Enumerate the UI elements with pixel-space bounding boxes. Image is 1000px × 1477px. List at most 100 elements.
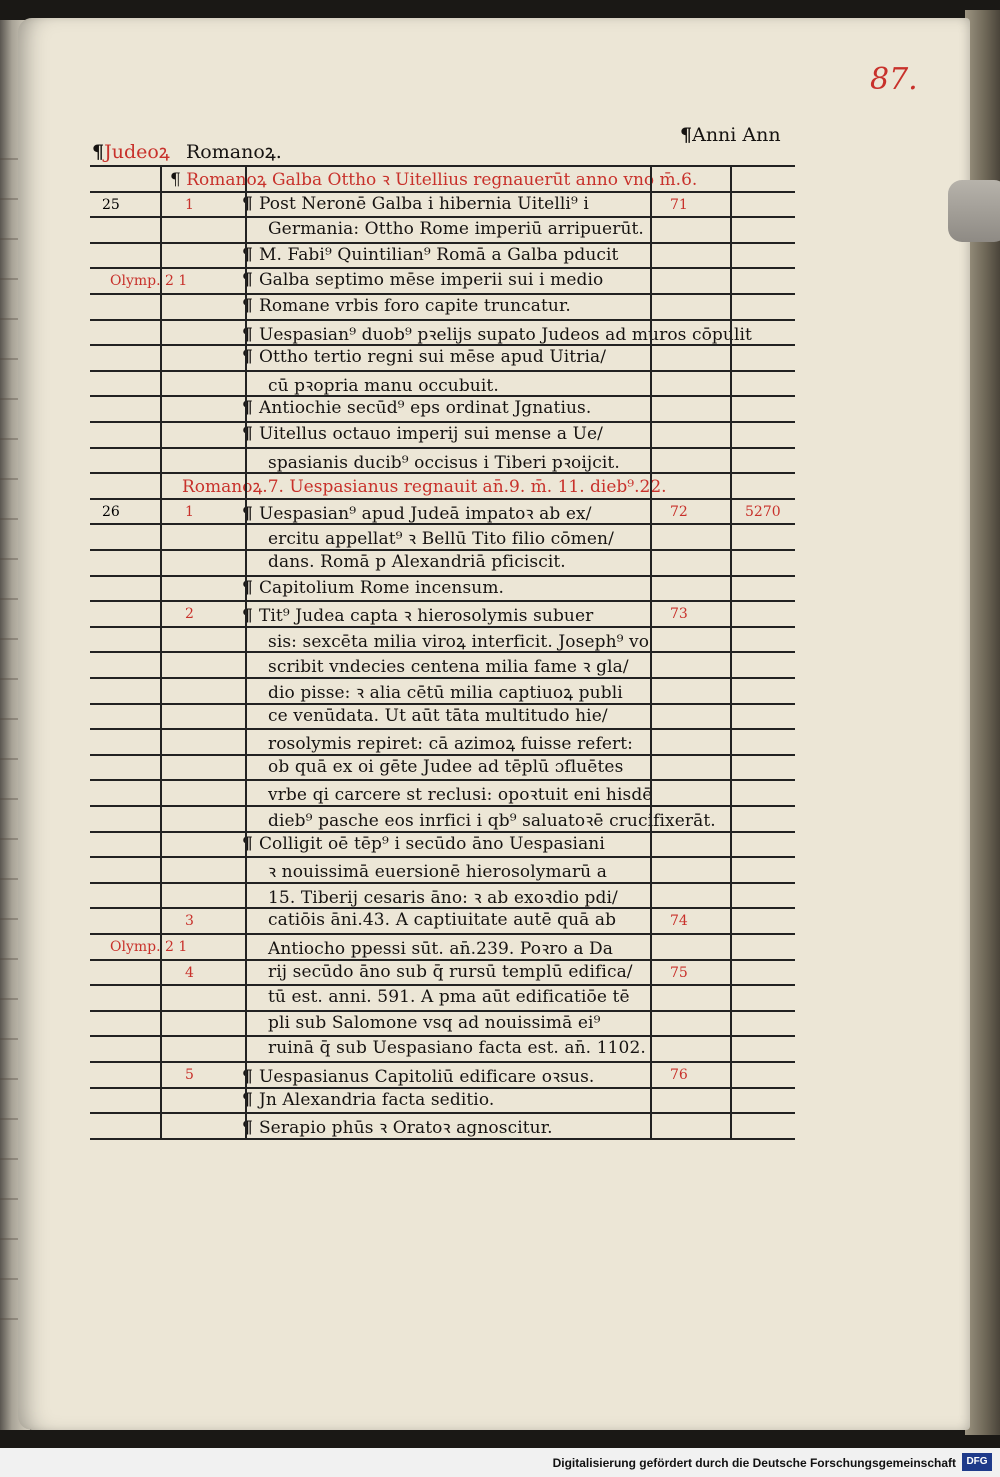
year-number-left: 25: [102, 196, 120, 213]
entry-text: cū pꝛopria manu occubuit.: [268, 375, 499, 396]
pilcrow-icon: ¶: [242, 833, 259, 854]
entry-line: ¶ Jn Alexandria facta seditio.: [242, 1090, 494, 1110]
row-rule: [90, 984, 795, 987]
entry-text: ob quā ex oi gēte Judee ad tēplū ɔfluēte…: [268, 756, 624, 777]
year-number-right: 76: [670, 1067, 688, 1083]
row-rule: [90, 1035, 795, 1038]
row-rule: [90, 600, 795, 603]
row-rule: [90, 702, 795, 705]
entry-line: Antiocho ppessi sūt. an̄.239. Poꝛro a Da: [268, 936, 613, 959]
row-rule: [90, 497, 795, 500]
entry-line: ¶ Uespasian⁹ apud Judeā impatoꝛ ab ex/: [242, 501, 592, 524]
row-rule: [90, 190, 795, 193]
entry-text: Antiocho ppessi sūt. an̄.239. Poꝛro a Da: [268, 939, 614, 959]
entry-line: ¶ Ottho tertio regni sui mēse apud Uitri…: [242, 347, 606, 367]
pilcrow-icon: ¶: [170, 170, 187, 190]
row-rule: [90, 856, 795, 859]
row-rule: [90, 881, 795, 884]
entry-text: Uitellus octauo imperij sui mense a Ue/: [258, 424, 603, 444]
row-rule: [90, 830, 795, 833]
entry-text: Uespasian⁹ duob⁹ pꝛelijs supato Judeos a…: [258, 324, 752, 345]
entry-text: rosolymis repiret: cā azimoꝝ fuisse refe…: [268, 734, 633, 755]
row-rule: [90, 549, 795, 551]
row-rule: [90, 421, 795, 423]
pilcrow-icon: ¶: [242, 398, 259, 419]
year-number-mid: 4: [185, 964, 194, 981]
row-rule: [90, 625, 795, 628]
entry-line: ¶ Tit⁹ Judea capta ꝛ hierosolymis subuer: [242, 603, 593, 626]
entry-text: dieb⁹ pasche eos inrfici i qb⁹ saluatoꝛē…: [268, 811, 716, 831]
year-number-right: 72: [670, 503, 688, 520]
pilcrow-icon: ¶: [242, 193, 259, 214]
row-rule: [90, 753, 795, 756]
year-number-right: 71: [670, 196, 688, 213]
row-rule: [90, 651, 795, 654]
book-right-edge: [965, 10, 1000, 1435]
entry-line: rij secūdo āno sub q̄ rursū templū edifi…: [268, 962, 633, 982]
entry-text: Serapio phūs ꝛ Oratoꝛ agnoscitur.: [258, 1118, 553, 1139]
column-rule: [160, 165, 162, 1140]
entry-line: ¶ Serapio phūs ꝛ Oratoꝛ agnoscitur.: [242, 1115, 553, 1138]
entry-text: ce venūdata. Ut aūt tāta multitudo hie/: [268, 705, 608, 726]
pilcrow-icon: ¶: [242, 270, 259, 291]
year-number-mid: 1: [185, 503, 194, 520]
year-number-right: 73: [670, 606, 688, 623]
entry-line: 15. Tiberij cesaris āno: ꝛ ab exoꝛdio pd…: [268, 885, 618, 908]
row-rule: [90, 1112, 795, 1115]
page-number: 87.: [870, 62, 918, 97]
entry-text: Tit⁹ Judea capta ꝛ hierosolymis subuer: [258, 606, 594, 627]
entry-text: Post Neronē Galba i hibernia Uitelli⁹ i: [258, 193, 589, 214]
dfg-logo: DFG: [962, 1453, 992, 1471]
pilcrow-icon: ¶: [242, 1067, 259, 1087]
row-rule: [90, 907, 795, 910]
year-number-right: 74: [670, 913, 688, 930]
entry-line: ꝛ nouissimā euersionē hierosolymarū a: [268, 859, 607, 882]
entry-text: Uespasian⁹ apud Judeā impatoꝛ ab ex/: [258, 503, 592, 524]
year-number-mid: 3: [185, 913, 194, 930]
row-rule: [90, 241, 795, 244]
entry-line: ruinā q̄ sub Uespasiano facta est. an̄. …: [268, 1038, 646, 1058]
entry-line: ob quā ex oi gēte Judee ad tēplū ɔfluēte…: [268, 757, 623, 777]
row-rule: [90, 446, 795, 449]
pilcrow-icon: ¶: [242, 503, 259, 524]
year-number-mid: 1: [185, 196, 194, 213]
pilcrow-icon: ¶: [242, 296, 259, 316]
row-rule: [90, 1086, 795, 1089]
entry-line: Germania: Ottho Rome imperiū arripuerūt.: [268, 219, 644, 239]
pilcrow-icon: ¶: [242, 1118, 259, 1139]
row-rule: [90, 523, 795, 526]
entry-line: ¶ Uespasianus Capitoliū edificare oꝛsus.: [242, 1064, 594, 1087]
entry-text: M. Fabi⁹ Quintilian⁹ Romā a Galba pducit: [258, 244, 619, 265]
entry-line: dieb⁹ pasche eos inrfici i qb⁹ saluatoꝛē…: [268, 808, 716, 831]
column-header-anni: ¶Anni Ann: [680, 124, 781, 146]
entry-text: Ottho tertio regni sui mēse apud Uitria/: [258, 347, 607, 368]
footer-bar: Digitalisierung gefördert durch die Deut…: [0, 1448, 1000, 1477]
entry-text: Capitolium Rome incensum.: [258, 577, 505, 598]
entry-line: ¶ M. Fabi⁹ Quintilian⁹ Romā a Galba pduc…: [242, 245, 619, 265]
entry-text: Germania: Ottho Rome imperiū arripuerūt.: [268, 219, 644, 240]
year-number-right: 75: [670, 964, 688, 981]
row-rule: [90, 677, 795, 679]
entry-line: ¶ Uespasian⁹ duob⁹ pꝛelijs supato Judeos…: [242, 322, 752, 345]
pilcrow-icon: ¶: [242, 577, 259, 598]
entry-text: Uespasianus Capitoliū edificare oꝛsus.: [258, 1067, 595, 1087]
entry-text: 15. Tiberij cesaris āno: ꝛ ab exoꝛdio pd…: [268, 887, 618, 908]
entry-line: rosolymis repiret: cā azimoꝝ fuisse refe…: [268, 731, 633, 754]
entry-text: pli sub Salomone vsq ad nouissimā ei⁹: [268, 1012, 601, 1033]
book-page: [18, 18, 970, 1430]
entry-line: catiōis āni.43. A captiuitate autē quā a…: [268, 910, 616, 930]
entry-text: ꝛ nouissimā euersionē hierosolymarū a: [268, 862, 607, 883]
section-heading: ¶ Romanoꝝ Galba Ottho ꝛ Uitellius regnau…: [170, 170, 698, 190]
entry-line: pli sub Salomone vsq ad nouissimā ei⁹: [268, 1013, 601, 1033]
year-number-left: Olymp. 2 1: [110, 939, 188, 955]
row-rule: [90, 318, 795, 321]
row-rule: [90, 958, 795, 961]
row-rule: [90, 395, 795, 398]
year-number-mid: 5: [185, 1067, 194, 1083]
entry-text: dio pisse: ꝛ alia cētū milia captiuoꝝ pu…: [268, 683, 623, 703]
judeorum-label: Judeoꝝ: [104, 141, 170, 163]
entry-text: scribit vndecies centena milia fame ꝛ gl…: [268, 657, 629, 678]
column-rule: [650, 165, 652, 1140]
pilcrow-icon: ¶: [242, 424, 259, 444]
row-rule: [90, 267, 795, 270]
